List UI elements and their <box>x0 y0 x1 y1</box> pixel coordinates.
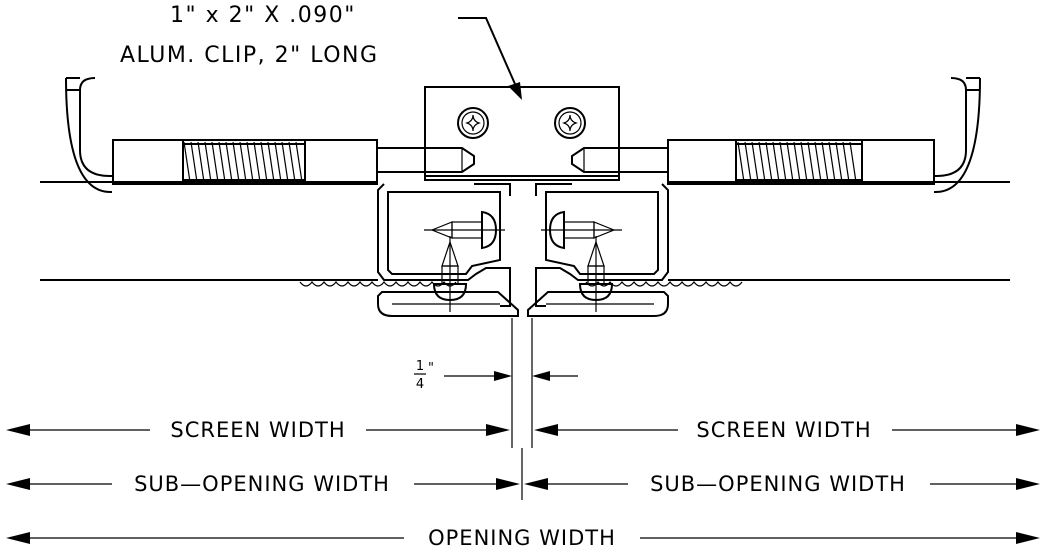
screw-vertical-left <box>432 236 468 312</box>
screw-head-left-icon <box>457 107 489 139</box>
sub-opening-label-right: SUB—OPENING WIDTH <box>650 472 906 496</box>
sub-opening-dimension-left: SUB—OPENING WIDTH <box>6 472 520 496</box>
opening-width-label: OPENING WIDTH <box>428 526 616 550</box>
gap-denominator: 4 <box>416 377 424 392</box>
screen-width-dimension-right: SCREEN WIDTH <box>534 418 1040 442</box>
sealant-wave-right <box>585 281 743 287</box>
opening-width-dimension: OPENING WIDTH <box>6 526 1040 550</box>
gap-numerator: 1 <box>416 359 424 374</box>
screen-width-label-left: SCREEN WIDTH <box>170 418 345 442</box>
sealant-wave-left <box>299 281 457 287</box>
frame-extrusion-left <box>377 183 519 317</box>
spring-plunger-left <box>65 77 475 194</box>
screen-width-dimension-left: SCREEN WIDTH <box>6 418 510 442</box>
spring-plunger-right <box>571 77 981 194</box>
screw-horizontal-right <box>541 210 622 250</box>
gap-dimension: 1 4 " <box>414 359 578 392</box>
screen-width-label-right: SCREEN WIDTH <box>696 418 871 442</box>
aluminum-clip <box>424 86 620 181</box>
callout-line-1: 1" x 2" X .090" <box>170 3 356 28</box>
sub-opening-dimension-right: SUB—OPENING WIDTH <box>524 472 1040 496</box>
screw-head-right-icon <box>554 107 586 139</box>
screw-horizontal-left <box>424 210 505 250</box>
callout-line-2: ALUM. CLIP, 2" LONG <box>120 43 379 68</box>
frame-extrusion-right <box>527 183 669 317</box>
sub-opening-label-left: SUB—OPENING WIDTH <box>134 472 390 496</box>
gap-unit: " <box>428 361 434 376</box>
